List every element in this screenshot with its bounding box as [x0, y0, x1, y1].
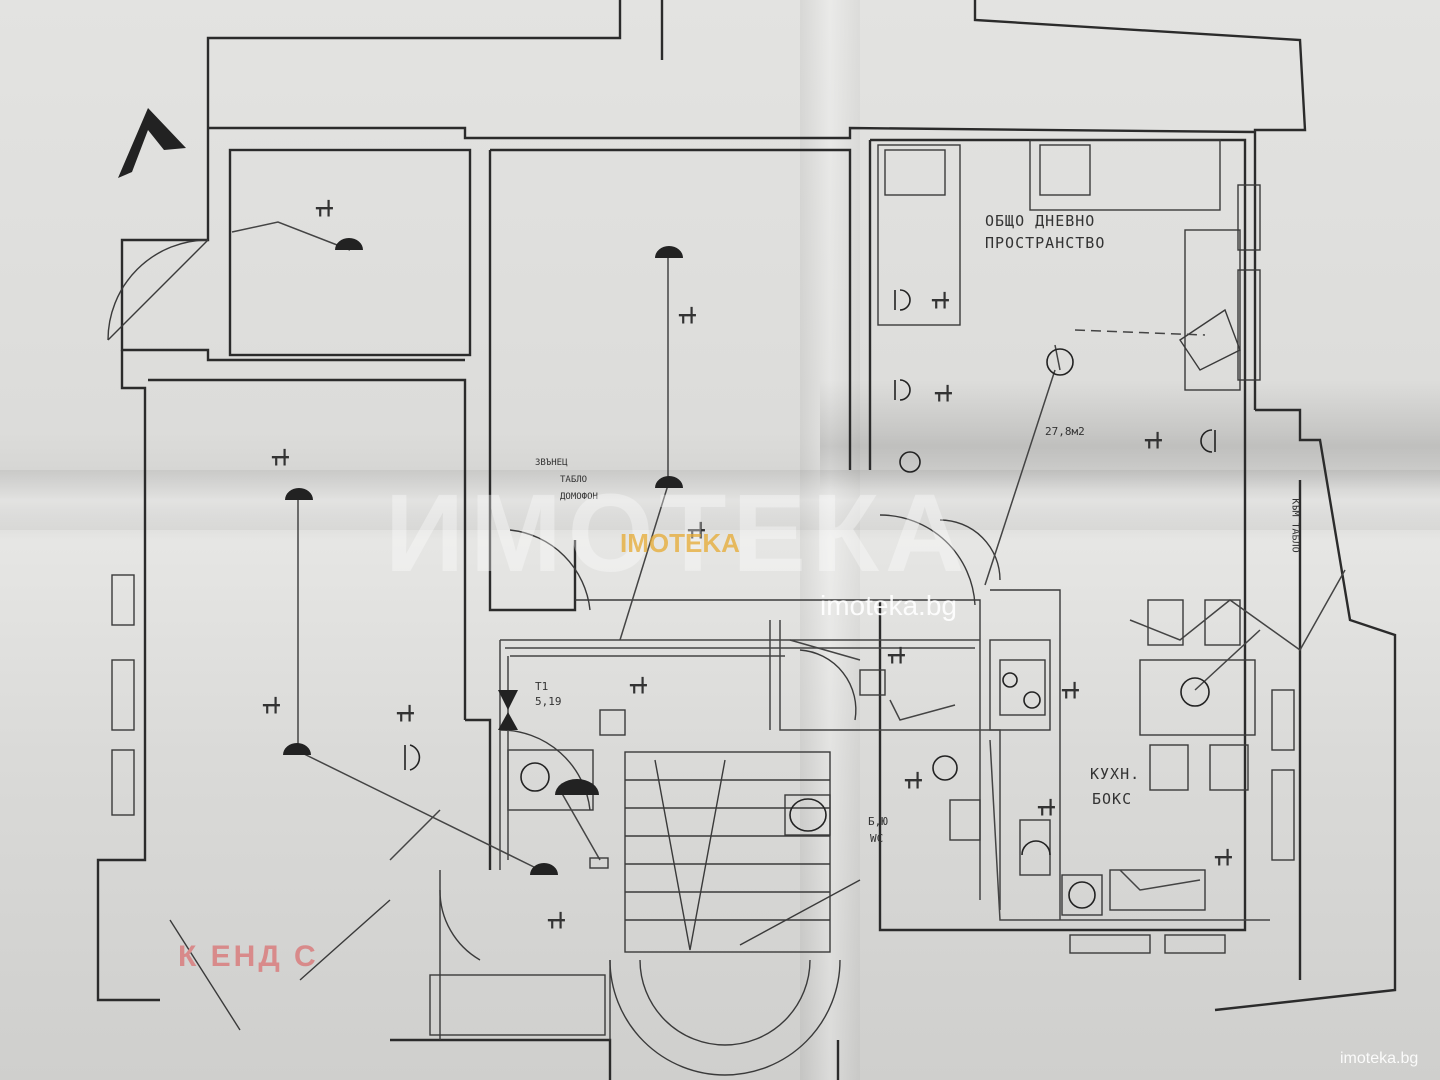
paper-fold-horizontal — [0, 470, 1440, 530]
paper-shadow — [820, 380, 1440, 490]
svg-text:┳╋: ┳╋ — [396, 704, 414, 722]
hall-code: Т1 — [535, 680, 549, 693]
north-arrow-icon — [118, 108, 186, 178]
svg-text:┳╋: ┳╋ — [678, 306, 696, 324]
wall-light-icon — [520, 762, 599, 795]
svg-text:┳╋: ┳╋ — [887, 646, 905, 664]
svg-text:┳╋: ┳╋ — [1037, 798, 1055, 816]
watermark-url: imoteka.bg — [820, 590, 957, 621]
washing-machine-icon — [1061, 874, 1103, 916]
svg-text:┳╋: ┳╋ — [1144, 431, 1162, 449]
room-outlines — [148, 138, 1247, 1040]
distribution-note-line2: ТАБЛО — [560, 475, 588, 485]
sink-icon — [949, 799, 1206, 911]
bed-icon — [877, 139, 1241, 391]
living-room-label-line1: ОБЩО ДНЕВНО — [985, 212, 1096, 230]
svg-text:┳╋: ┳╋ — [315, 199, 333, 217]
corridor-label: К ЕНД С — [178, 940, 319, 973]
svg-text:┳╋: ┳╋ — [1214, 848, 1232, 866]
watermark-corner: imoteka.bg — [1340, 1050, 1419, 1067]
wc-label-line2: WC — [870, 832, 884, 845]
living-room-label-line2: ПРОСТРАНСТВО — [985, 234, 1106, 252]
kitchen-label-line2: БОКС — [1092, 790, 1133, 808]
distribution-note-line1: ЗВЪНЕЦ — [535, 458, 568, 468]
stairs-icon — [609, 751, 861, 1076]
wc-label-line1: Б,Ю — [868, 815, 888, 828]
ceiling-light-icon — [283, 238, 683, 875]
windows — [111, 184, 1295, 1036]
svg-text:┳╋: ┳╋ — [931, 291, 949, 309]
svg-text:┳╋: ┳╋ — [904, 771, 922, 789]
living-room-area: 27,8м2 — [1045, 425, 1085, 438]
svg-text:┳╋: ┳╋ — [271, 448, 289, 466]
table-icon — [1139, 659, 1256, 736]
socket-icon — [404, 289, 1216, 856]
watermark-logo: IMOTEKA — [620, 528, 740, 558]
stove-icon — [999, 659, 1046, 716]
svg-text:┳╋: ┳╋ — [934, 384, 952, 402]
door-swing-icon — [107, 239, 1001, 1031]
hall-area: 5,19 — [535, 695, 562, 708]
svg-text:┳╋: ┳╋ — [547, 911, 565, 929]
distribution-note-line3: ДОМОФОН — [560, 492, 598, 502]
chair-icon — [1147, 599, 1249, 791]
outlet-marker-icons: ┳╋ ┳╋ ┳╋ ┳╋ ┳╋ ┳╋ ┳╋ ┳╋ ┳╋ ┳╋ ┳╋ ┳╋ ┳╋ ┳… — [262, 199, 1232, 929]
wiring — [231, 221, 1346, 921]
watermark-big: ИМОТЕКА — [385, 472, 971, 595]
kitchen-label-line1: КУХН. — [1090, 765, 1141, 783]
svg-text:┳╋: ┳╋ — [687, 521, 705, 539]
svg-text:┳╋: ┳╋ — [262, 696, 280, 714]
fan-icon — [899, 348, 1210, 781]
switch-icon — [498, 669, 886, 869]
svg-text:┳╋: ┳╋ — [1061, 681, 1079, 699]
svg-text:┳╋: ┳╋ — [629, 676, 647, 694]
side-note: КЪМ ТАБЛО — [1289, 498, 1301, 553]
